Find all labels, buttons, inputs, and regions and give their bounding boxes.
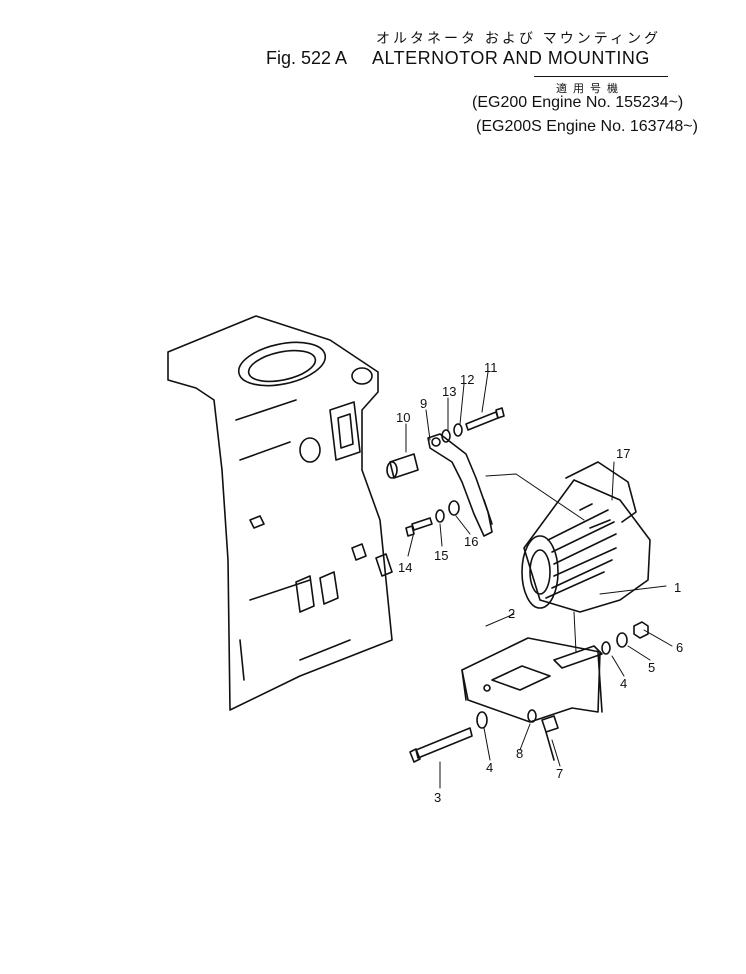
callout-15: 15: [434, 548, 448, 563]
washer-8: [527, 709, 537, 723]
figure-number: Fig. 522 A: [266, 48, 348, 68]
callout-4-lower: 4: [486, 760, 493, 775]
callout-11: 11: [484, 360, 498, 375]
bolt-3: [409, 727, 473, 763]
mounting-bracket: [461, 637, 603, 723]
callout-12: 12: [460, 372, 474, 387]
title-rule: [534, 76, 668, 77]
callout-3: 3: [434, 790, 441, 805]
washer-4-lower: [476, 711, 488, 729]
callout-17: 17: [616, 446, 630, 461]
japanese-title: オルタネータ および マウンティング: [376, 30, 661, 46]
callout-7: 7: [556, 766, 563, 781]
nut-6: [633, 621, 649, 639]
alternator: [521, 461, 651, 613]
callout-1: 1: [674, 580, 681, 595]
bolt-7: [541, 715, 559, 761]
callout-9: 9: [420, 396, 427, 411]
washer-13: [441, 429, 451, 443]
applicability-line-1: (EG200 Engine No. 155234~): [472, 94, 684, 111]
callout-13: 13: [442, 384, 456, 399]
callout-2: 2: [508, 606, 515, 621]
callout-6: 6: [676, 640, 683, 655]
callout-5: 5: [648, 660, 655, 675]
washer-4-upper: [601, 641, 611, 655]
bolt-11: [465, 407, 505, 431]
spacer-collar: [386, 453, 419, 479]
applicability-line-2: (EG200S Engine No. 163748~): [476, 118, 698, 135]
leader-lines: [405, 371, 673, 789]
callout-10: 10: [396, 410, 410, 425]
bolt-14: [405, 517, 433, 537]
engine-block: [167, 315, 393, 711]
callout-14: 14: [398, 560, 412, 575]
callout-8: 8: [516, 746, 523, 761]
applicability-label: 適用号機: [556, 83, 624, 95]
adjusting-bracket: [427, 433, 493, 537]
callout-16: 16: [464, 534, 478, 549]
washer-12: [453, 423, 463, 437]
washer-5: [616, 632, 628, 648]
washer-16: [448, 500, 460, 516]
callout-4-upper: 4: [620, 676, 627, 691]
washer-15: [435, 509, 445, 523]
figure-title: ALTERNOTOR AND MOUNTING: [372, 48, 650, 68]
